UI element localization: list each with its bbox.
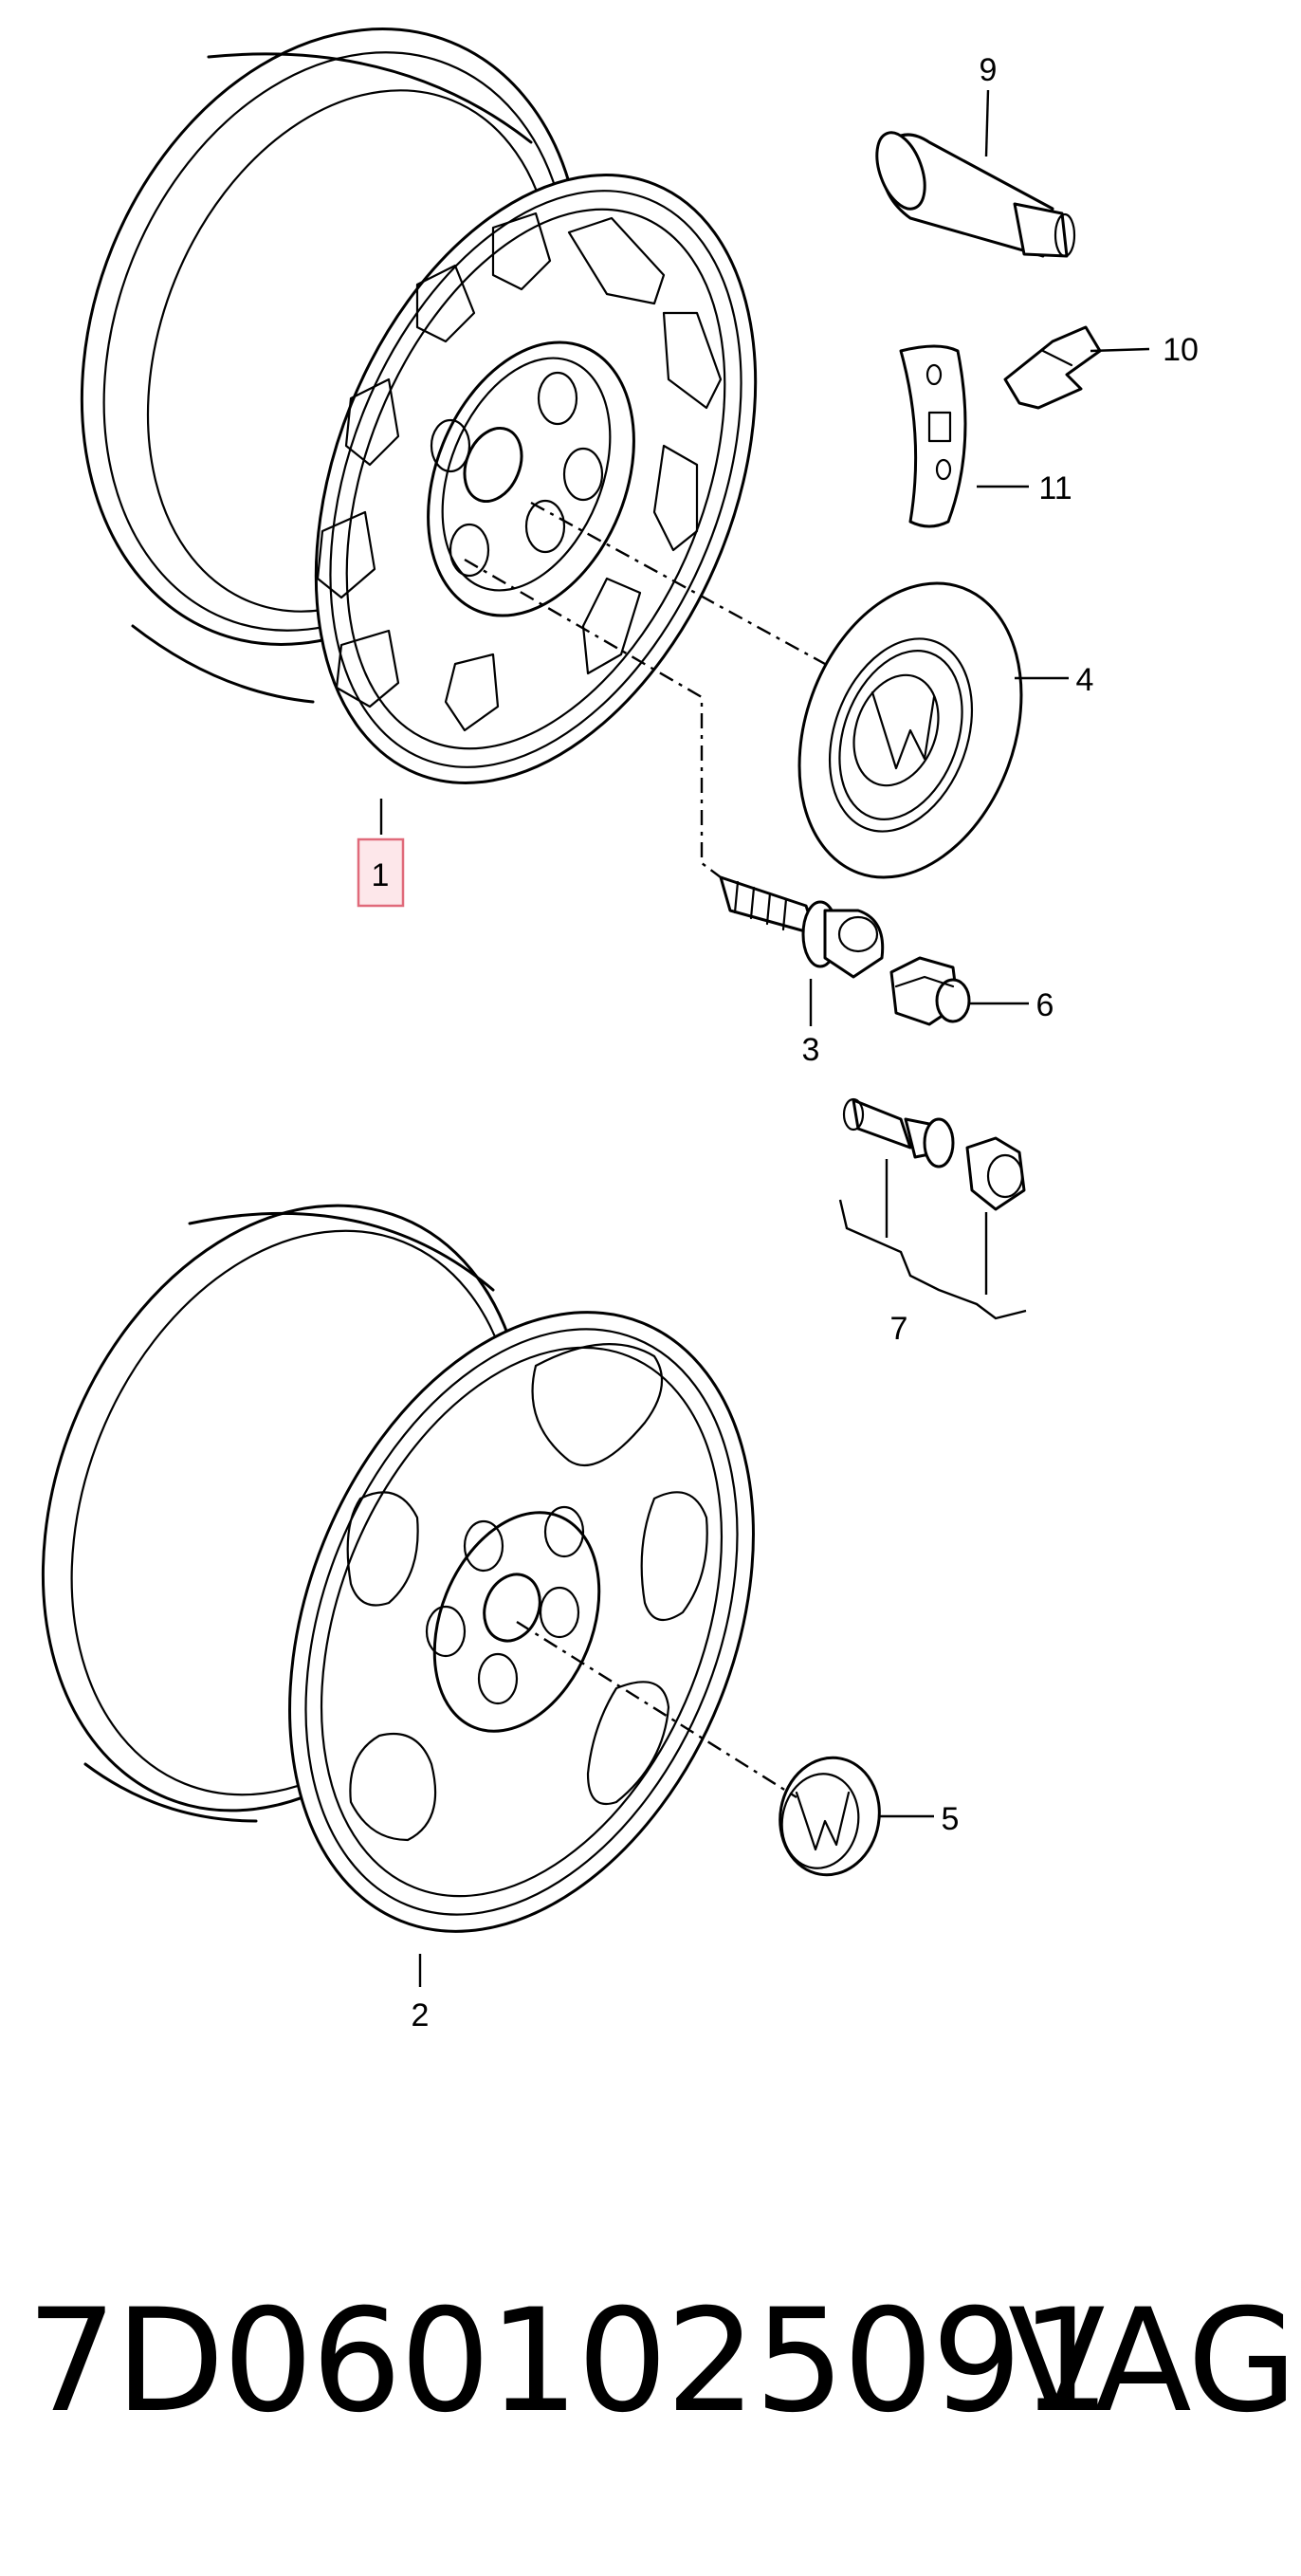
callout-6[interactable]: 6 (1036, 987, 1054, 1023)
callout-1-highlight (357, 837, 405, 908)
callout-10[interactable]: 10 (1163, 332, 1199, 368)
center-cap-part-5 (779, 1756, 881, 1877)
vw-logo-icon (795, 1791, 851, 1851)
leader-lines (379, 89, 1150, 1987)
footer: 7D0601025091 VAG (27, 2276, 1297, 2447)
assembly-axes (464, 501, 826, 1799)
steel-wheel-part-1 (80, 28, 758, 784)
vw-logo-icon (870, 690, 936, 770)
balance-weight-part-11 (899, 344, 967, 528)
callout-1[interactable]: 1 (372, 857, 390, 893)
locking-bolt-set-part-7 (842, 1097, 1026, 1211)
tire-valve-part-9 (875, 131, 1076, 258)
hub-cap-part-4 (797, 581, 1023, 879)
callout-5[interactable]: 5 (942, 1801, 960, 1837)
wheel-nut-part-6 (889, 956, 971, 1026)
callout-7[interactable]: 7 (890, 1311, 908, 1347)
wheel-bolt-part-3 (719, 875, 885, 979)
balance-clip-part-10 (1003, 325, 1102, 410)
callout-9[interactable]: 9 (980, 52, 998, 88)
callout-2[interactable]: 2 (412, 1997, 430, 2033)
brand-name: VAG (1008, 2279, 1297, 2444)
alloy-wheel-part-2 (41, 1204, 755, 1933)
part-number: 7D0601025091 (27, 2279, 1110, 2444)
callout-4[interactable]: 4 (1076, 662, 1094, 698)
callout-3[interactable]: 3 (802, 1032, 820, 1068)
callout-11[interactable]: 11 (1038, 470, 1072, 506)
